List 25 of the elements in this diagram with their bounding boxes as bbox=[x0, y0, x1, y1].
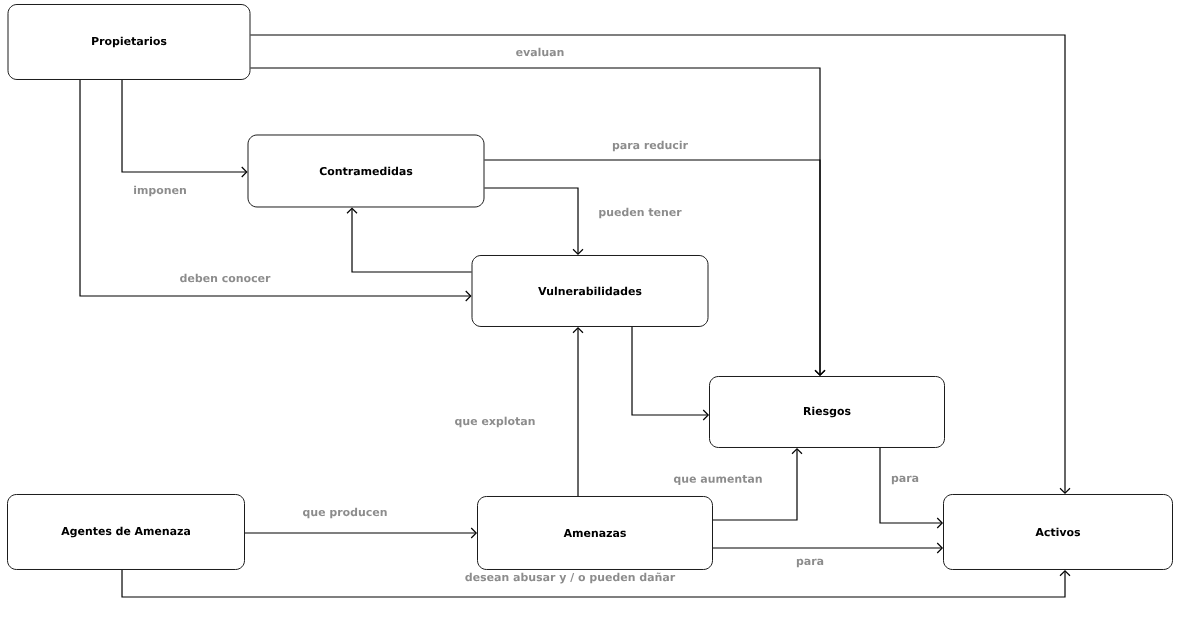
arrow bbox=[483, 187, 584, 256]
edge-label: para bbox=[795, 557, 825, 569]
arrow bbox=[244, 527, 478, 539]
process-box: Amenazas bbox=[477, 496, 713, 570]
arrow bbox=[79, 79, 472, 302]
arrow bbox=[121, 569, 1071, 598]
process-box: Contramedidas bbox=[247, 134, 485, 208]
process-box: Vulnerabilidades bbox=[471, 255, 709, 327]
arrow bbox=[631, 326, 710, 421]
process-box: Agentes de Amenaza bbox=[7, 494, 245, 570]
process-box: Activos bbox=[943, 494, 1173, 570]
process-box: Riesgos bbox=[709, 376, 945, 448]
arrow bbox=[346, 207, 473, 273]
arrow bbox=[879, 447, 944, 529]
edge-label: deben conocer bbox=[178, 272, 272, 284]
arrow bbox=[712, 542, 944, 554]
arrow bbox=[249, 34, 1071, 495]
edge-label: que aumentan bbox=[672, 474, 764, 486]
edge-label: evaluan bbox=[514, 46, 566, 58]
edge-label: para bbox=[890, 474, 920, 486]
arrow bbox=[121, 79, 248, 178]
arrow bbox=[572, 326, 584, 497]
process-box: Propietarios bbox=[7, 4, 251, 80]
arrow bbox=[483, 159, 826, 377]
arrow bbox=[712, 447, 803, 521]
